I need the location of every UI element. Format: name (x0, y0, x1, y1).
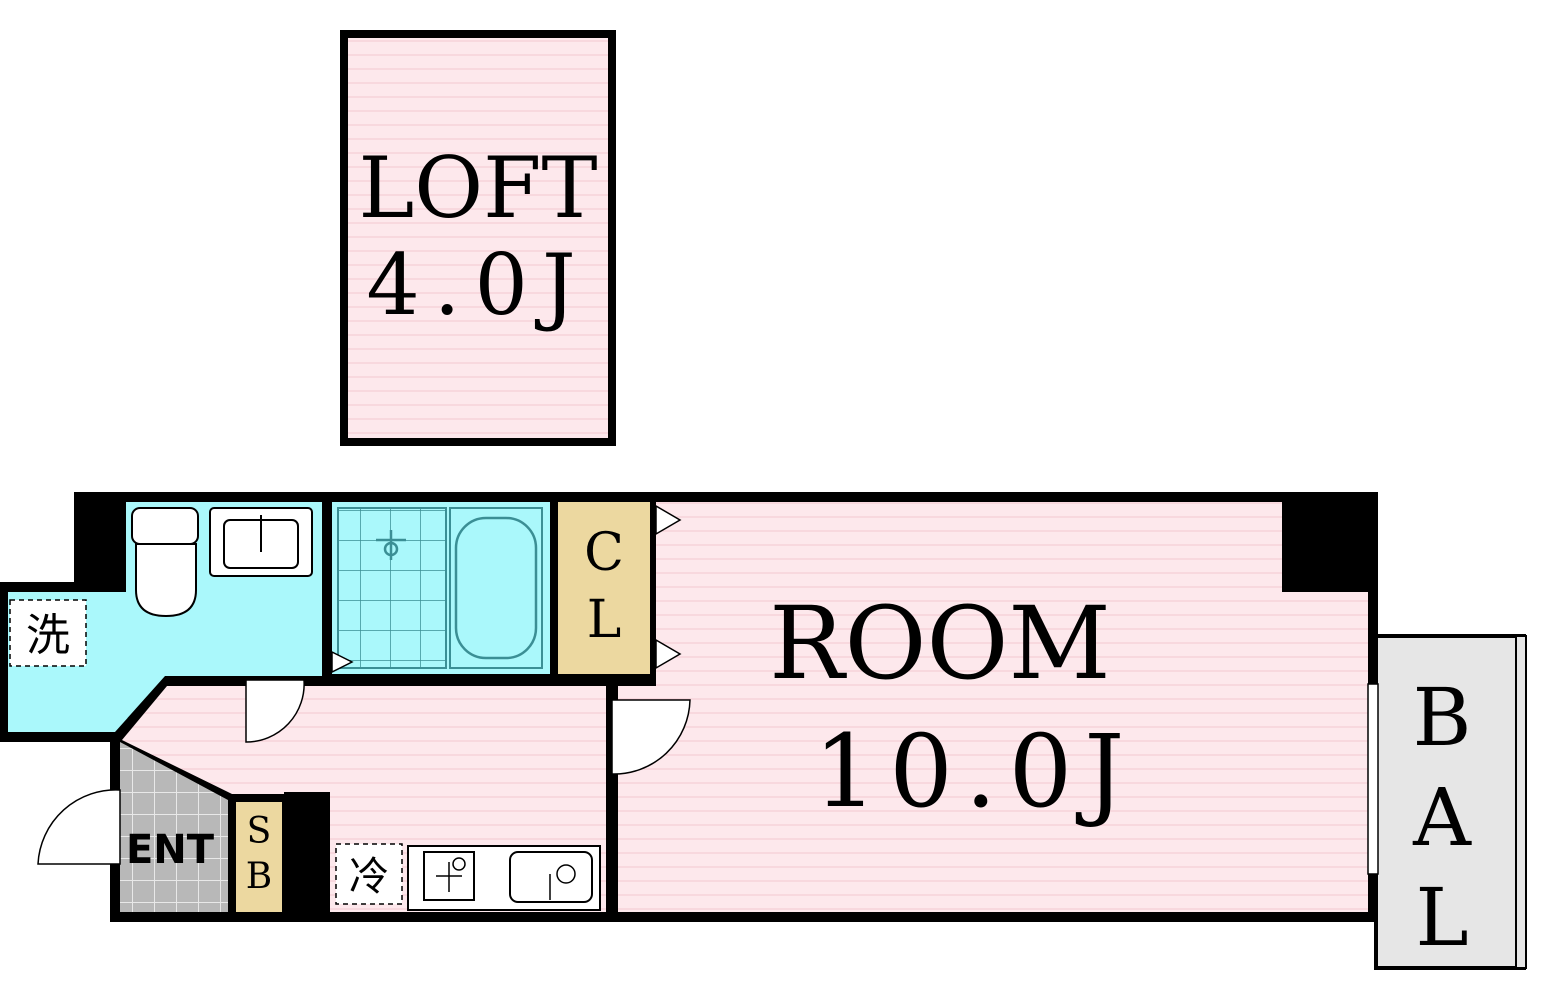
closet-label-2: L (587, 590, 622, 650)
loft-name: LOFT (359, 139, 598, 237)
shoe-box (236, 802, 282, 912)
balcony-window (1367, 683, 1379, 875)
entrance-label: ENT (126, 827, 215, 873)
room-size: 10.0J (814, 713, 1137, 830)
toilet-icon (131, 507, 199, 618)
entrance (120, 742, 228, 912)
washer-box (9, 599, 87, 667)
shower-faucet-icon (376, 530, 406, 560)
closet (558, 502, 650, 674)
balcony-label-1: B (1413, 671, 1472, 764)
interior-walls (74, 502, 1368, 914)
stove-icon (436, 857, 466, 892)
fridge-label: 冷 (349, 854, 389, 900)
main-room (618, 502, 1368, 912)
shoe-box-label-2: B (246, 856, 272, 897)
doors (37, 504, 691, 865)
kitchen-counter (407, 845, 601, 911)
faucet-icon (549, 864, 576, 900)
balcony-label-2: A (1412, 771, 1472, 864)
fridge-box (335, 843, 403, 905)
bathtub-inner (454, 516, 538, 660)
shoe-box-label-1: S (247, 811, 272, 852)
room-name: ROOM (769, 585, 1111, 702)
closet-label-1: C (584, 523, 624, 583)
sink-icon (209, 507, 313, 577)
loft-size: 4.0J (366, 236, 589, 334)
loft: LOFT 4.0J (340, 30, 616, 446)
shoe-box-wall (284, 792, 330, 914)
balcony-rail (1515, 635, 1527, 969)
balcony-label-3: L (1415, 871, 1468, 964)
washer-label: 洗 (26, 610, 70, 661)
